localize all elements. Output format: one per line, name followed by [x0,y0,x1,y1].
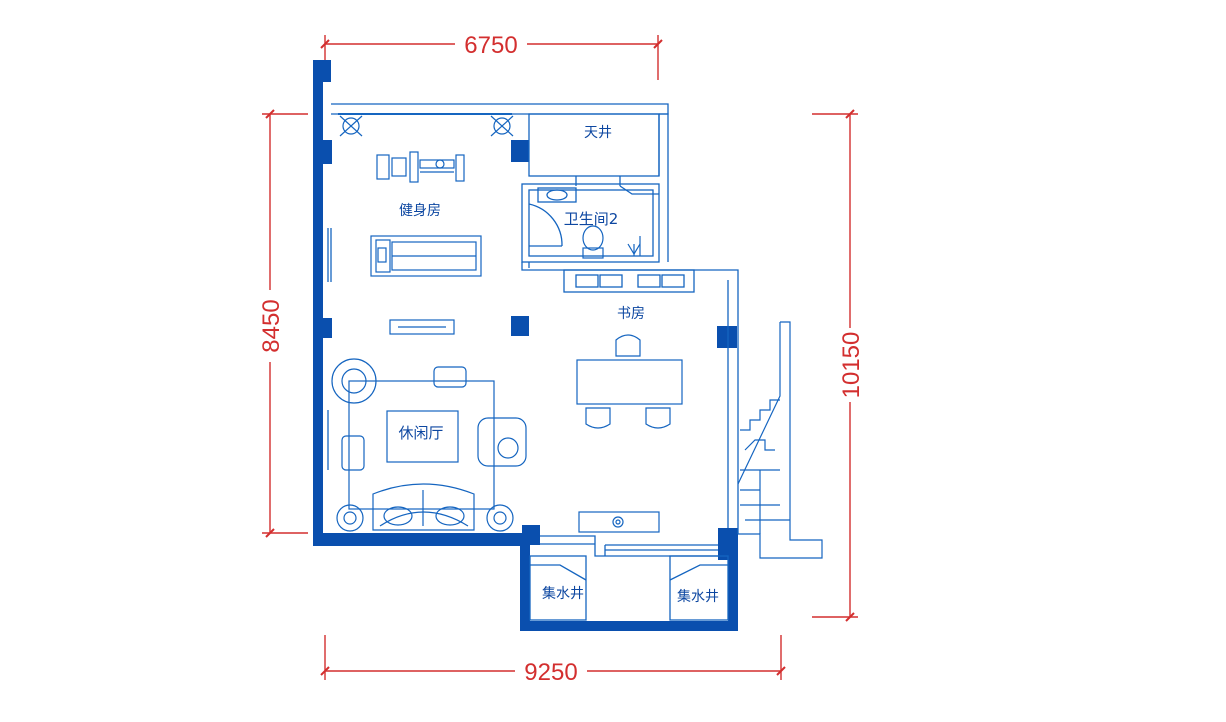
chair-icon [645,407,671,429]
floor-lamp-icon [486,504,514,532]
room-label-skylight: 天井 [584,125,612,141]
room-label-bathroom: 卫生间2 [564,210,619,228]
bench-icon [389,319,455,335]
tv-cabinet [578,511,660,533]
shower-icon [627,236,641,256]
ceiling-light-icon [490,115,514,137]
lounge-furniture [331,358,527,532]
study-furniture [576,334,683,533]
desk [576,359,683,405]
toilet-icon [582,225,604,259]
room-label-lounge: 休闲厅 [398,424,443,442]
armchair-icon [331,358,377,404]
dimension-top-label: 6750 [464,32,517,59]
armchair-icon [477,417,527,467]
room-label-sump-left: 集水井 [542,585,584,602]
floor-lamp-icon [336,504,364,532]
dimension-lines [262,35,858,680]
weight-machine-icon [376,151,465,183]
treadmill-icon [370,235,482,277]
dimension-right-label: 10150 [838,332,865,399]
chair-icon [341,435,365,471]
dimension-right [812,109,858,622]
chair-icon [433,366,467,388]
dimension-bottom-label: 9250 [524,659,577,686]
dimension-top [320,35,663,80]
room-label-study: 书房 [617,306,645,322]
chair-icon [615,334,641,357]
room-label-sump-right: 集水井 [677,588,719,605]
room-label-gym: 健身房 [399,203,441,219]
sofa-icon [372,483,475,531]
dimension-left-label: 8450 [258,299,285,352]
staircase-icon [737,321,823,559]
ceiling-light-icon [338,113,512,137]
dimension-bottom [320,635,786,680]
dimension-left [262,109,308,538]
thin-walls [327,103,739,621]
chair-icon [585,407,611,429]
walls [313,60,738,631]
